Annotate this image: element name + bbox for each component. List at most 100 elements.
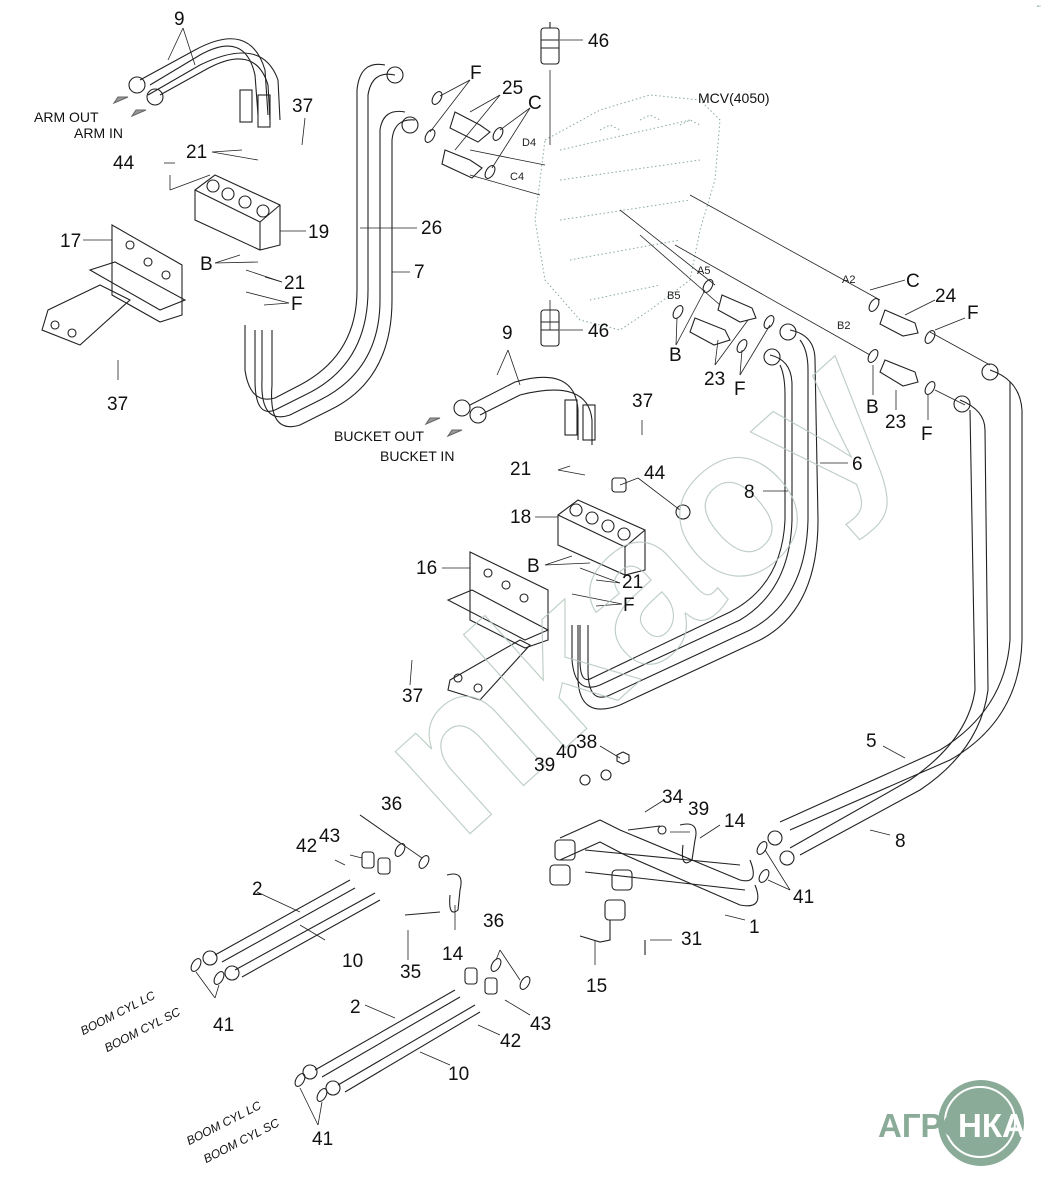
manifold-block-19 [194, 174, 281, 251]
callout-43: 43 [530, 1014, 552, 1035]
small-seals [394, 751, 770, 990]
callout-14: 14 [724, 811, 746, 832]
callout-9: 9 [174, 9, 185, 30]
callout-f: F [470, 63, 482, 84]
logo-text-right: НКА [958, 1107, 1026, 1144]
callout-23: 23 [885, 412, 907, 433]
port-b5: B5 [667, 290, 681, 302]
plug-46-top [540, 22, 560, 65]
boom-hoses-top [190, 879, 381, 985]
callout-43: 43 [319, 826, 341, 847]
callout-14: 14 [442, 944, 464, 965]
callout-37: 37 [292, 96, 314, 117]
arm-arrows [112, 96, 147, 118]
callout-c: C [906, 271, 920, 292]
plug-46-mid [540, 309, 560, 347]
callout-17: 17 [60, 231, 82, 252]
hoses-26-7 [244, 63, 419, 428]
arm-in-label: ARM IN [74, 125, 123, 141]
callout-26: 26 [421, 218, 443, 239]
callout-15: 15 [586, 976, 608, 997]
callout-39: 39 [534, 755, 556, 776]
port-leaders [469, 70, 991, 406]
callout-b: B [200, 254, 213, 275]
callout-2: 2 [350, 997, 361, 1018]
logo-text-left: АГРО [878, 1107, 968, 1144]
callout-f: F [967, 303, 979, 324]
callout-8: 8 [895, 831, 906, 852]
callout-2: 2 [252, 879, 263, 900]
callout-38: 38 [576, 732, 598, 753]
arm-out-label: ARM OUT [34, 109, 99, 125]
bracket-17 [41, 224, 187, 346]
callout-f: F [623, 595, 635, 616]
callout-35: 35 [400, 962, 422, 983]
callout-34: 34 [662, 787, 684, 808]
callout-41: 41 [793, 887, 815, 908]
flange-clamps-43 [361, 851, 498, 995]
callout-f: F [734, 379, 746, 400]
callout-41: 41 [213, 1015, 235, 1036]
callout-39: 39 [688, 799, 710, 820]
port-a5: A5 [697, 265, 711, 277]
port-d4: D4 [522, 137, 537, 149]
port-c4: C4 [510, 171, 525, 183]
callout-f: F [291, 294, 303, 315]
callout-36: 36 [381, 794, 403, 815]
manifold-block-18 [557, 477, 691, 576]
callout-31: 31 [681, 929, 703, 950]
callout-46: 46 [588, 321, 610, 342]
callout-44: 44 [113, 153, 135, 174]
bucket-out-label: BUCKET OUT [334, 428, 424, 444]
callout-46: 46 [588, 31, 610, 52]
callout-44: 44 [644, 463, 666, 484]
agronka-logo: АГРО НКА [878, 1080, 1048, 1170]
callout-b: B [669, 345, 682, 366]
port-a2: A2 [842, 274, 856, 286]
callout-8: 8 [744, 482, 755, 503]
bracket-16 [446, 551, 550, 701]
corner-mark: ▪▫ [1036, 4, 1041, 10]
hoses-5-8 [767, 363, 1023, 866]
callout-7: 7 [414, 262, 425, 283]
logo-ring [944, 1086, 1016, 1158]
bucket-in-label: BUCKET IN [380, 448, 455, 464]
callout-40: 40 [556, 742, 578, 763]
callout-b: B [527, 556, 540, 577]
callout-10: 10 [342, 951, 364, 972]
callout-21: 21 [510, 459, 532, 480]
callout-16: 16 [416, 558, 438, 579]
callout-b: B [866, 397, 879, 418]
callout-42: 42 [500, 1031, 522, 1052]
callout-f: F [921, 424, 933, 445]
callout-36: 36 [483, 911, 505, 932]
callout-6: 6 [852, 454, 863, 475]
callout-10: 10 [448, 1064, 470, 1085]
callout-25: 25 [502, 78, 524, 99]
mcv-title: MCV(4050) [698, 90, 770, 106]
hoses-6-8 [571, 323, 819, 710]
bucket-arrows [424, 417, 463, 438]
callout-9: 9 [502, 323, 513, 344]
callout-42: 42 [296, 836, 318, 857]
arm-hoses-9 [128, 38, 281, 128]
callout-37: 37 [107, 394, 129, 415]
callout-23: 23 [704, 369, 726, 390]
tube-assembly-1 [446, 819, 759, 943]
callout-37: 37 [632, 391, 654, 412]
callout-leaders [83, 27, 966, 1126]
callout-19: 19 [308, 222, 330, 243]
bucket-hoses-9 [453, 376, 596, 445]
main-control-valve [534, 94, 721, 331]
callout-37: 37 [402, 686, 424, 707]
callout-5: 5 [866, 731, 877, 752]
callout-18: 18 [510, 507, 532, 528]
callout-24: 24 [935, 286, 957, 307]
callout-1: 1 [749, 917, 760, 938]
callout-c: C [528, 93, 542, 114]
port-b2: B2 [837, 320, 851, 332]
boom-hoses-bottom [294, 989, 481, 1102]
adapters-25 [424, 91, 504, 179]
callout-21: 21 [622, 572, 644, 593]
